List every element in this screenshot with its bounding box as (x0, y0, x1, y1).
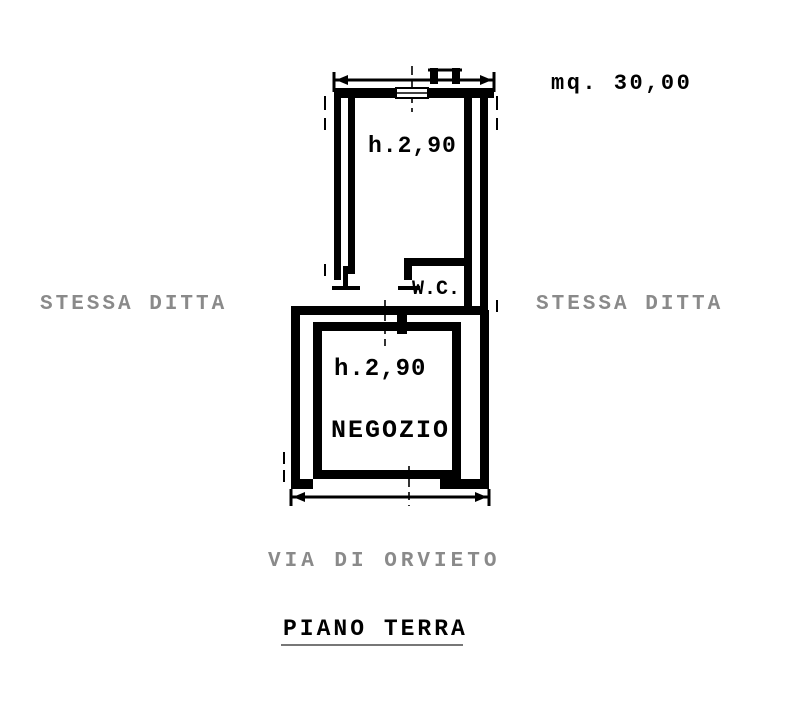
negozio-height-label: h.2,90 (334, 356, 427, 383)
neighbour-label-left: STESSA DITTA (40, 293, 228, 316)
area-note: mq. 30,00 (551, 71, 693, 96)
negozio-walls (291, 306, 489, 489)
mid-wall-band (295, 300, 407, 346)
floor-label-underline (281, 644, 463, 646)
wc-room-label: W.C. (412, 278, 461, 301)
upper-room-walls (334, 87, 494, 310)
negozio-room-label: NEGOZIO (331, 416, 451, 445)
floor-label: PIANO TERRA (283, 616, 468, 642)
neighbour-label-right: STESSA DITTA (536, 293, 724, 316)
upper-room-height-label: h.2,90 (368, 133, 457, 159)
top-protrusion (428, 68, 462, 84)
wc-walls (398, 258, 482, 315)
left-wall-door-marks (332, 266, 360, 290)
street-label: VIA DI ORVIETO (268, 550, 501, 573)
measurement-hatches (283, 96, 498, 482)
bottom-dimension-band (289, 466, 491, 506)
